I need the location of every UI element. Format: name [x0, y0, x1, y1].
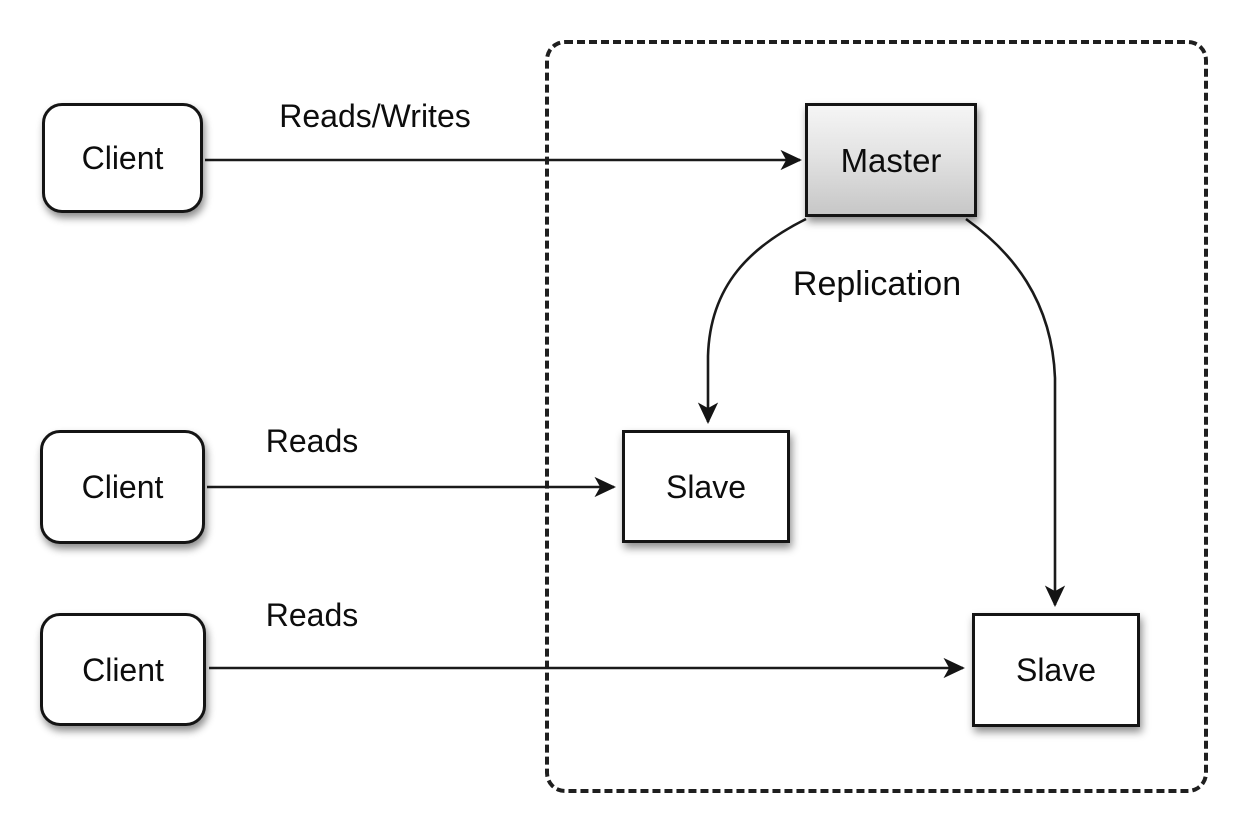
node-master-label: Master — [840, 141, 942, 179]
node-client-2: Client — [40, 430, 205, 544]
node-client-1: Client — [42, 103, 203, 213]
node-slave-1: Slave — [622, 430, 790, 543]
replication-cluster-boundary — [545, 40, 1208, 793]
node-slave-2: Slave — [972, 613, 1140, 727]
node-client-3-label: Client — [82, 651, 164, 688]
edge-label-reads-bottom: Reads — [265, 597, 359, 633]
node-master: Master — [805, 103, 977, 217]
node-slave-2-label: Slave — [1015, 652, 1097, 688]
node-client-1-label: Client — [81, 140, 164, 176]
node-client-2-label: Client — [81, 469, 164, 505]
edge-label-reads-mid: Reads — [265, 423, 359, 459]
node-client-3: Client — [40, 613, 206, 726]
edge-label-reads-writes: Reads/Writes — [279, 98, 471, 134]
edge-label-replication: Replication — [792, 265, 962, 303]
node-slave-1-label: Slave — [665, 468, 747, 505]
